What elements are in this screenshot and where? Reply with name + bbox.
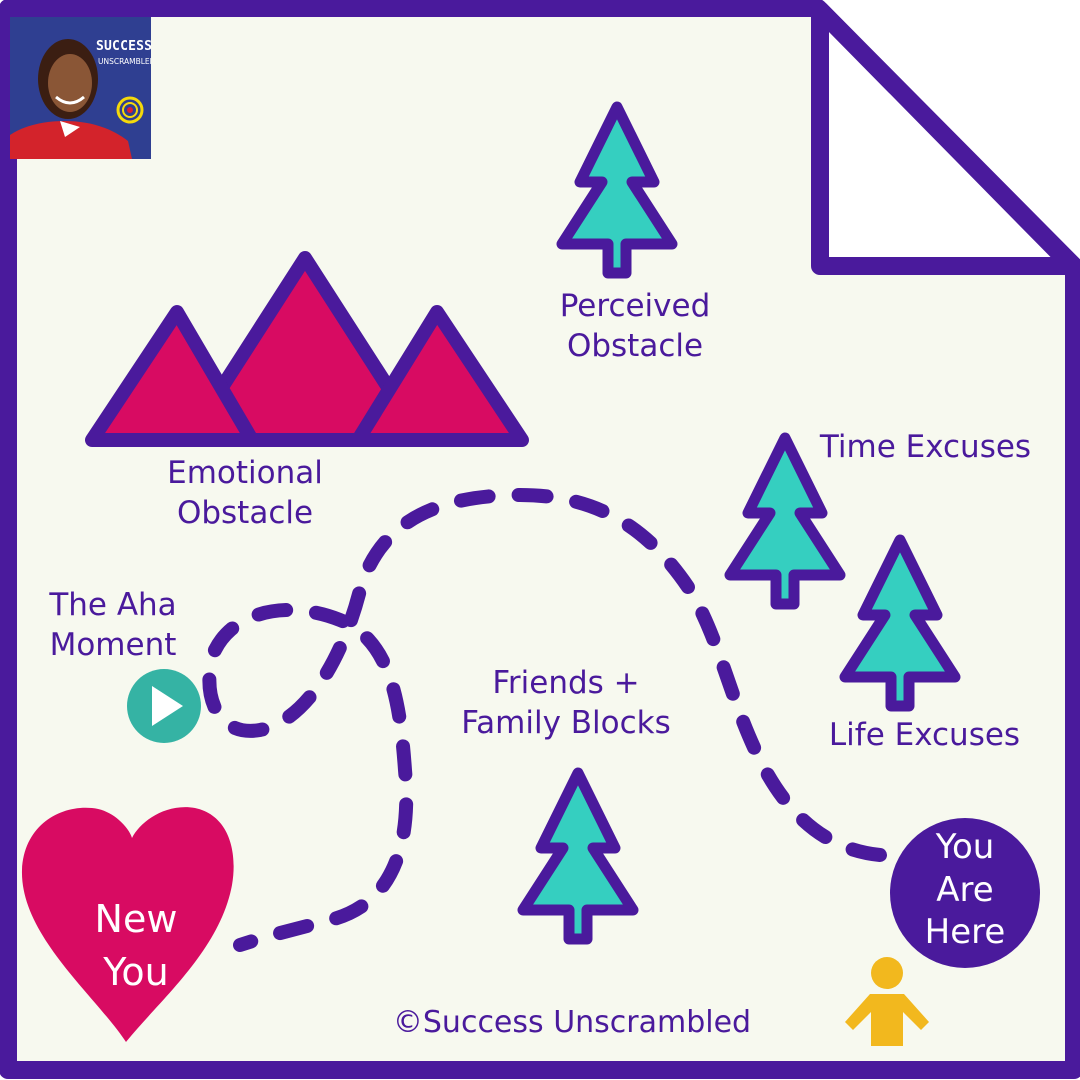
heart-icon bbox=[21, 807, 234, 1042]
person-icon bbox=[845, 957, 929, 1046]
tree-icon bbox=[724, 432, 846, 610]
play-icon bbox=[127, 669, 201, 743]
logo-portrait-icon bbox=[10, 17, 151, 159]
logo-line1: SUCCESS bbox=[96, 39, 151, 54]
tree-icon bbox=[517, 767, 639, 945]
folded-corner-icon bbox=[811, 1, 1080, 275]
copyright-label: ©Success Unscrambled bbox=[392, 1005, 752, 1040]
logo-line2: UNSCRAMBLED bbox=[98, 57, 151, 66]
you-are-here-marker bbox=[890, 818, 1040, 968]
mountain-icon bbox=[85, 251, 529, 447]
life-excuses-label: Life Excuses bbox=[828, 717, 1021, 753]
dashed-path bbox=[202, 487, 887, 952]
tree-icon bbox=[839, 534, 961, 712]
tree-icon bbox=[556, 101, 678, 279]
friends-family-label: Friends +Family Blocks bbox=[461, 665, 671, 742]
time-excuses-label: Time Excuses bbox=[819, 429, 1032, 465]
brand-logo: SUCCESS UNSCRAMBLED bbox=[10, 17, 151, 159]
